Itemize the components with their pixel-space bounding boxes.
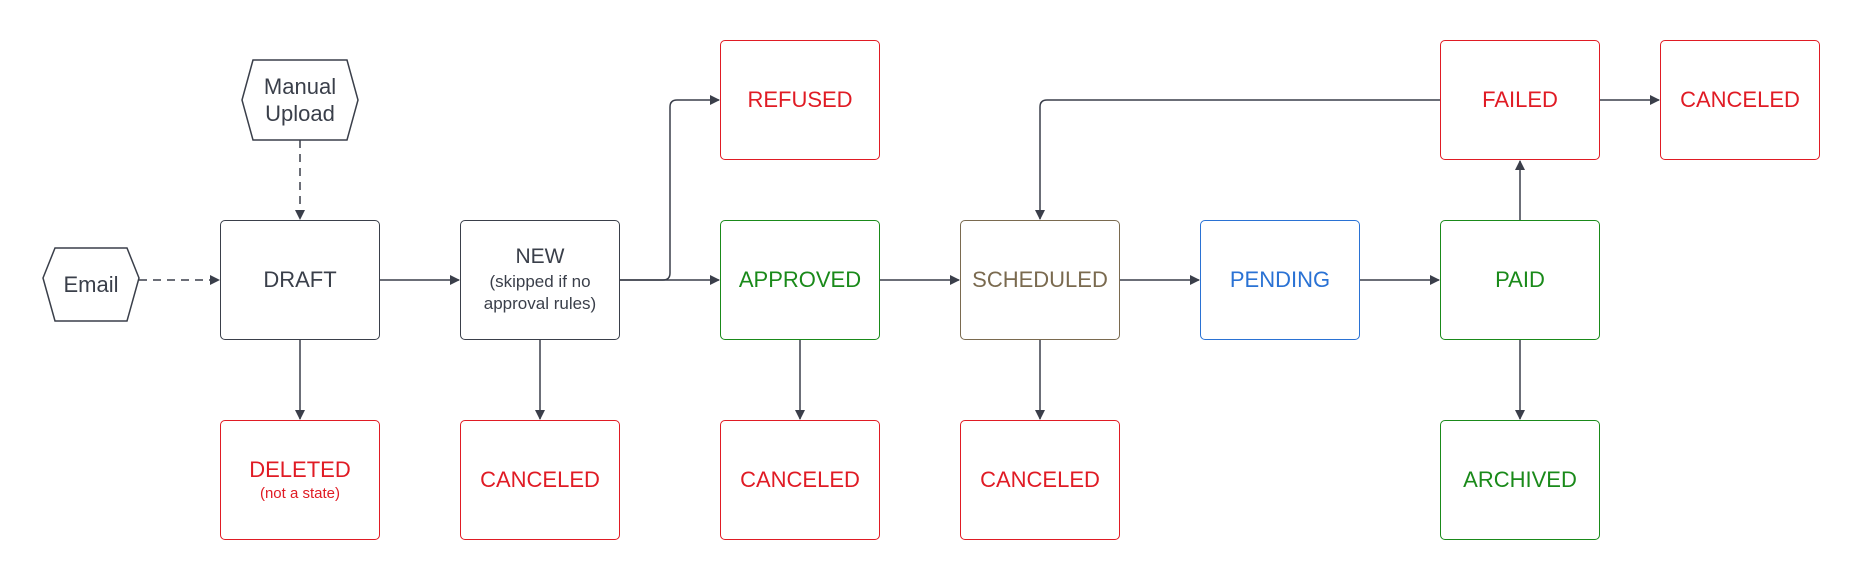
archived-label: ARCHIVED xyxy=(1463,467,1577,493)
paid-state: PAID xyxy=(1440,220,1600,340)
refused-label: REFUSED xyxy=(747,87,853,113)
manual-upload-node: Manual Upload xyxy=(242,60,358,140)
manual-upload-hexagon xyxy=(241,59,359,141)
new-state: NEW (skipped if no approval rules) xyxy=(460,220,620,340)
scheduled-label: SCHEDULED xyxy=(972,267,1108,293)
edge-new-to-refused xyxy=(620,95,720,281)
paid-label: PAID xyxy=(1495,267,1545,293)
scheduled-state: SCHEDULED xyxy=(960,220,1120,340)
email-node: Email xyxy=(43,248,139,321)
canceled-after-approved-label: CANCELED xyxy=(740,467,860,493)
canceled-after-failed-label: CANCELED xyxy=(1680,87,1800,113)
deleted-note: (not a state) xyxy=(259,485,341,503)
failed-label: FAILED xyxy=(1482,87,1558,113)
canceled-after-failed-state: CANCELED xyxy=(1660,40,1820,160)
canceled-after-new-label: CANCELED xyxy=(480,467,600,493)
approved-label: APPROVED xyxy=(738,267,862,293)
edge-failed-to-scheduled xyxy=(1035,99,1440,220)
new-label: NEW xyxy=(515,244,565,268)
canceled-after-scheduled-label: CANCELED xyxy=(980,467,1100,493)
canceled-after-approved-state: CANCELED xyxy=(720,420,880,540)
email-label: Email xyxy=(63,271,119,297)
approved-state: APPROVED xyxy=(720,220,880,340)
draft-state: DRAFT xyxy=(220,220,380,340)
new-note-line1: (skipped if no xyxy=(489,271,591,291)
pending-state: PENDING xyxy=(1200,220,1360,340)
pending-label: PENDING xyxy=(1229,267,1331,293)
manual-upload-label-line1: Manual xyxy=(263,73,337,99)
deleted-label: DELETED xyxy=(249,456,351,482)
failed-state: FAILED xyxy=(1440,40,1600,160)
new-note-line2: approval rules) xyxy=(483,294,597,314)
manual-upload-label-line2: Upload xyxy=(265,101,335,126)
refused-state: REFUSED xyxy=(720,40,880,160)
email-hexagon xyxy=(42,247,140,322)
deleted-state: DELETED (not a state) xyxy=(220,420,380,540)
canceled-after-new-state: CANCELED xyxy=(460,420,620,540)
canceled-after-scheduled-state: CANCELED xyxy=(960,420,1120,540)
archived-state: ARCHIVED xyxy=(1440,420,1600,540)
draft-label: DRAFT xyxy=(263,267,337,293)
